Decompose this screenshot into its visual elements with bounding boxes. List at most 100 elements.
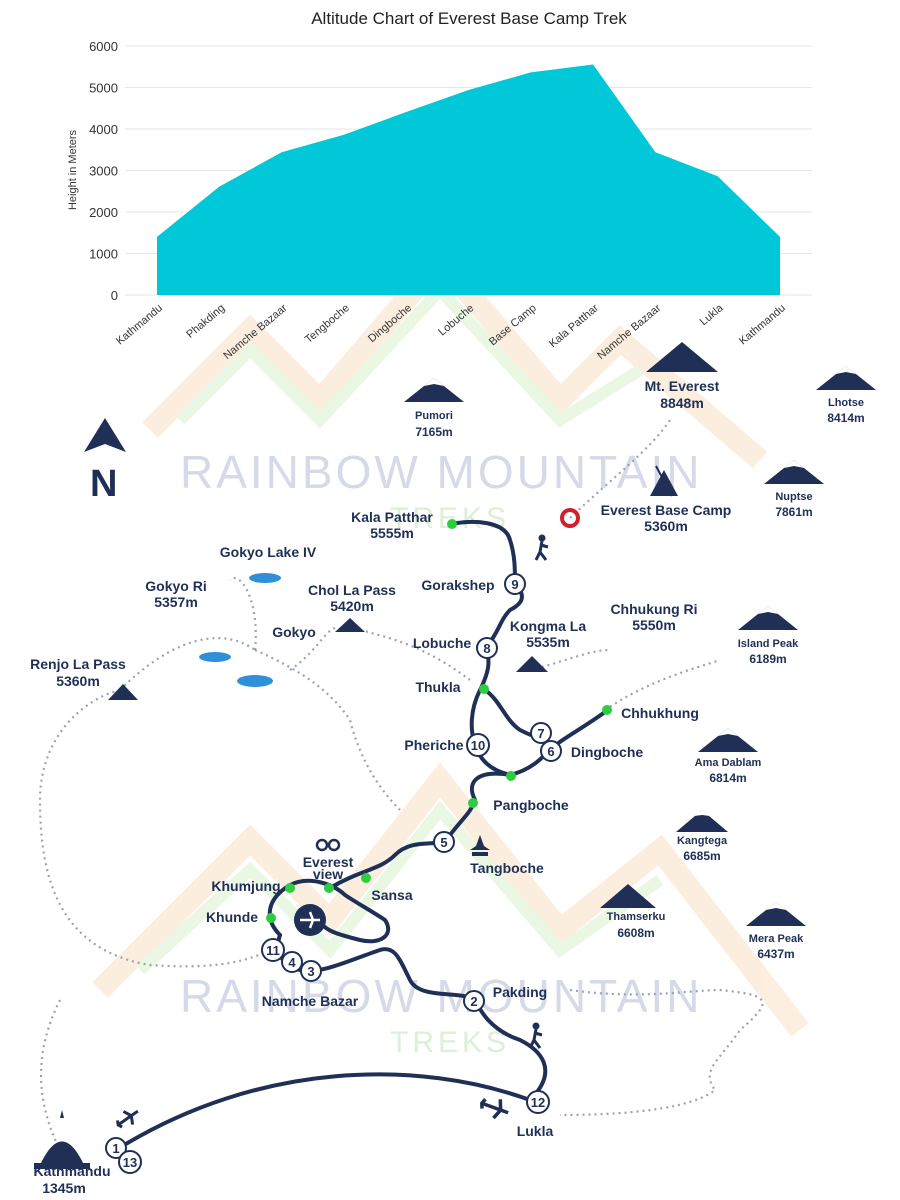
- place-alt-kathmandu: 1345m: [42, 1180, 86, 1196]
- side-trails: [38, 419, 764, 1151]
- place-thukla: Thukla: [415, 679, 460, 695]
- stupa-icon-tangboche: [470, 835, 490, 856]
- peak-name-thamserku: Thamserku: [607, 911, 666, 923]
- place-pakding: Pakding: [493, 984, 547, 1000]
- svg-text:2: 2: [470, 994, 477, 1009]
- mountain-icon-thamserku: [600, 884, 656, 908]
- north-label: N: [90, 463, 117, 505]
- pass-alt-kongma-la: 5535m: [526, 634, 570, 650]
- mountain-icon-mera: [746, 902, 806, 926]
- stop-markers: 1 2 3 4 5 6 7 8 9 10 11 12 13: [105, 573, 562, 1174]
- chart-title: Altitude Chart of Everest Base Camp Trek: [311, 9, 627, 28]
- place-khunde: Khunde: [206, 909, 258, 925]
- lakes: [199, 573, 281, 687]
- peak-name-everest: Mt. Everest: [645, 378, 720, 394]
- place-pangboche: Pangboche: [493, 797, 569, 813]
- peak-alt-kangtega: 6685m: [683, 849, 720, 863]
- stupa-icon-kathmandu: [34, 1110, 90, 1169]
- airport-icon: [294, 904, 326, 936]
- mountain-icon-chol-la: [335, 618, 365, 632]
- mountain-icon-kangtega: [676, 810, 728, 832]
- area-series: [157, 64, 780, 295]
- pass-alt-chol-la: 5420m: [330, 598, 374, 614]
- svg-text:5: 5: [440, 835, 447, 850]
- mountain-icon-renjo-la: [108, 684, 138, 700]
- place-everest-view-2: view: [313, 866, 343, 882]
- peak-alt-thamserku: 6608m: [617, 926, 654, 940]
- peak-name-nuptse: Nuptse: [775, 491, 812, 503]
- pass-name-gokyo-ri: Gokyo Ri: [145, 578, 206, 594]
- x-tick-5: Lobuche: [436, 302, 476, 338]
- x-tick-7: Kala Patthar: [547, 302, 601, 350]
- peak-alt-island-peak: 6189m: [749, 652, 786, 666]
- svg-text:9: 9: [511, 577, 518, 592]
- peak-name-mera: Mera Peak: [749, 933, 804, 945]
- y-tick-0: 0: [111, 288, 118, 303]
- peak-alt-ama-dablam: 6814m: [709, 771, 746, 785]
- flight-icon-kathmandu: [116, 1109, 139, 1129]
- svg-text:4: 4: [288, 955, 296, 970]
- peak-name-kangtega: Kangtega: [677, 835, 728, 847]
- binoculars-icon: [315, 838, 341, 852]
- stop-marker-2: 2: [463, 990, 485, 1012]
- x-tick-8: Namche Bazaar: [595, 302, 663, 360]
- hiker-icon-top: [534, 534, 549, 561]
- stop-marker-11: 11: [261, 938, 285, 962]
- watermark-sub-1: TREKS: [390, 502, 510, 535]
- flight-icon-lukla: [480, 1098, 509, 1120]
- svg-text:8: 8: [483, 641, 490, 656]
- stop-marker-1: 1: [105, 1137, 127, 1159]
- place-gokyo-lake: Gokyo Lake IV: [220, 544, 317, 560]
- pass-alt-kala-patthar: 5555m: [370, 525, 414, 541]
- place-gorakshep: Gorakshep: [421, 577, 494, 593]
- pass-name-kala-patthar: Kala Patthar: [351, 509, 433, 525]
- stop-marker-10: 10: [466, 733, 490, 757]
- x-tick-3: Tengboche: [303, 302, 352, 346]
- peak-alt-mera: 6437m: [757, 947, 794, 961]
- pass-name-chhukung-ri: Chhukung Ri: [610, 601, 697, 617]
- stop-marker-9: 9: [504, 573, 526, 595]
- watermark-logo-bottom: [92, 762, 809, 1037]
- y-axis-label: Height in Meters: [67, 129, 79, 210]
- place-chhukhung: Chhukhung: [621, 705, 699, 721]
- svg-text:10: 10: [471, 738, 485, 753]
- x-tick-6: Base Camp: [487, 302, 539, 348]
- peak-alt-pumori: 7165m: [415, 425, 452, 439]
- place-sansa: Sansa: [371, 887, 412, 903]
- pass-alt-chhukung-ri: 5550m: [632, 617, 676, 633]
- svg-text:6: 6: [547, 744, 554, 759]
- x-tick-2: Namche Bazaar: [221, 302, 289, 360]
- peak-alt-nuptse: 7861m: [775, 505, 812, 519]
- peak-name-lhotse: Lhotse: [828, 397, 864, 409]
- y-tick-2000: 2000: [89, 205, 118, 220]
- x-tick-9: Lukla: [698, 302, 727, 329]
- y-tick-6000: 6000: [89, 39, 118, 54]
- stop-marker-5: 5: [433, 831, 455, 853]
- watermark-text-2: RAINBOW MOUNTAIN: [180, 970, 702, 1022]
- svg-text:7: 7: [537, 726, 544, 741]
- stop-marker-6: 6: [540, 740, 562, 762]
- x-tick-4: Dingboche: [366, 302, 414, 345]
- mountain-icon-island-peak: [738, 606, 798, 630]
- place-everest-view-1: Everest: [303, 854, 354, 870]
- place-namche: Namche Bazar: [262, 993, 359, 1009]
- stop-marker-12: 12: [526, 1090, 550, 1114]
- place-lukla: Lukla: [517, 1123, 554, 1139]
- north-arrow-icon: N: [84, 418, 126, 505]
- mountain-icon-everest: [646, 342, 718, 372]
- place-dingboche: Dingboche: [571, 744, 644, 760]
- peak-alt-lhotse: 8414m: [827, 411, 864, 425]
- y-tick-3000: 3000: [89, 164, 118, 179]
- mountain-icon-ama-dablam: [698, 728, 758, 752]
- mountain-icon-nuptse: [764, 460, 824, 484]
- route-waypoints: [266, 519, 612, 923]
- main-route: [114, 519, 607, 1152]
- svg-text:3: 3: [307, 964, 314, 979]
- place-lobuche: Lobuche: [413, 635, 472, 651]
- pass-name-kongma-la: Kongma La: [510, 618, 586, 634]
- svg-text:11: 11: [266, 943, 280, 958]
- peak-name-ama-dablam: Ama Dablam: [695, 757, 762, 769]
